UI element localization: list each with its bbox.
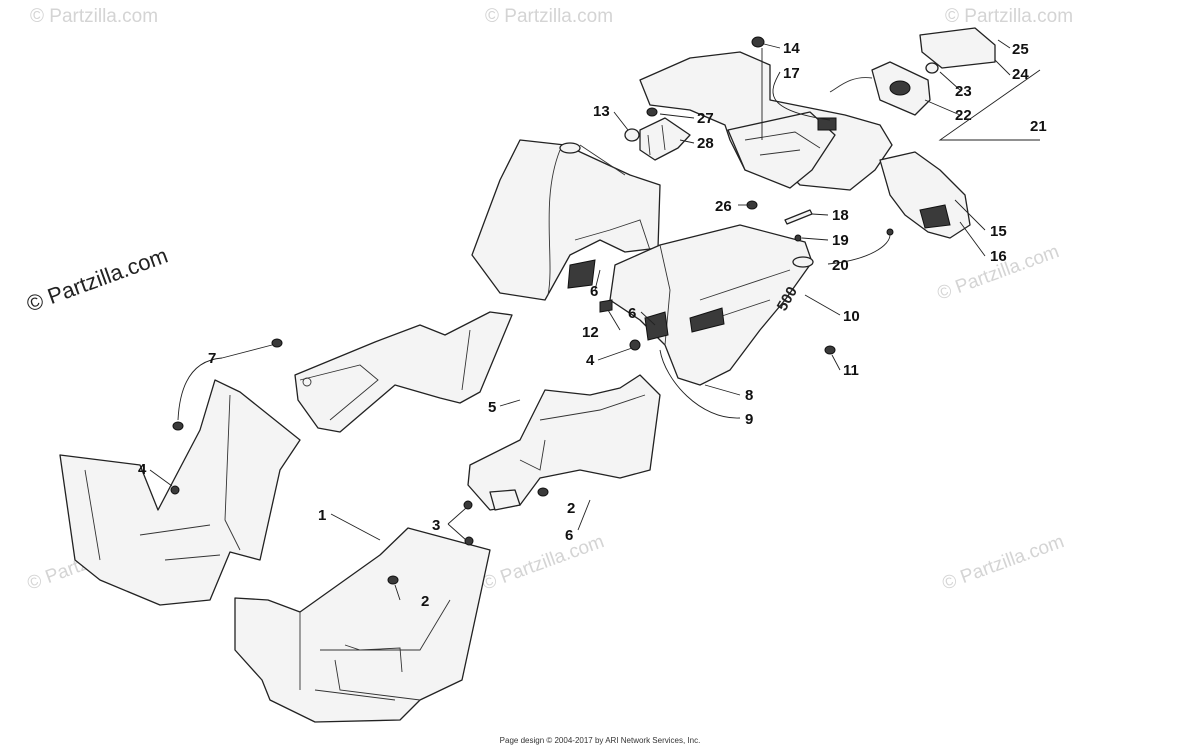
pin-18 xyxy=(784,209,813,225)
rear-flap xyxy=(879,151,971,239)
callout-18: 18 xyxy=(832,207,849,224)
watermark: © Partzilla.com xyxy=(480,531,607,595)
callout-23: 23 xyxy=(955,83,972,100)
screw-4 xyxy=(170,485,180,495)
screw-20 xyxy=(886,228,894,236)
screw-14 xyxy=(751,36,765,48)
rear-rack-cover xyxy=(639,51,893,191)
callout-22: 22 xyxy=(955,107,972,124)
callout-24: 24 xyxy=(1012,66,1029,83)
callout-1: 1 xyxy=(318,507,326,524)
callout-25: 25 xyxy=(1012,41,1029,58)
watermark: © Partzilla.com xyxy=(30,6,158,27)
callout-27: 27 xyxy=(697,110,714,127)
callout-2: 2 xyxy=(421,593,429,610)
nut-3 xyxy=(463,500,473,510)
callout-4: 4 xyxy=(138,461,147,478)
watermark-main: © Partzilla.com xyxy=(23,243,171,317)
hardware-group xyxy=(170,36,894,585)
footwell-left xyxy=(59,379,301,606)
callout-2: 2 xyxy=(567,500,575,517)
screw-2 xyxy=(537,487,549,497)
callout-6: 6 xyxy=(565,527,573,544)
callouts: 1 2 2 3 4 4 5 6 6 6 7 8 9 10 11 12 13 14… xyxy=(138,40,1047,610)
rear-fender: 500 xyxy=(609,224,814,386)
push-rivet-7 xyxy=(172,421,184,431)
front-fender xyxy=(471,139,661,301)
nut-3 xyxy=(464,536,474,546)
callout-14: 14 xyxy=(783,40,800,57)
watermark: © Partzilla.com xyxy=(945,6,1073,27)
callout-6: 6 xyxy=(590,283,598,300)
callout-15: 15 xyxy=(990,223,1007,240)
screw-2 xyxy=(387,575,399,585)
callout-10: 10 xyxy=(843,308,860,325)
tail-light-assembly xyxy=(829,27,996,116)
nut-13 xyxy=(624,128,640,142)
bracket-28 xyxy=(639,117,691,161)
callout-3: 3 xyxy=(432,517,440,534)
callout-19: 19 xyxy=(832,232,849,249)
footwell-right xyxy=(234,527,491,723)
side-panel-lower xyxy=(467,374,661,511)
screw-4 xyxy=(629,339,641,351)
callout-21: 21 xyxy=(1030,118,1047,135)
callout-4: 4 xyxy=(586,352,595,369)
screw-11 xyxy=(824,345,836,355)
callout-5: 5 xyxy=(488,399,496,416)
callout-12: 12 xyxy=(582,324,599,341)
callout-7: 7 xyxy=(208,350,216,367)
callout-20: 20 xyxy=(832,257,849,274)
push-rivet-7 xyxy=(271,338,283,348)
callout-16: 16 xyxy=(990,248,1007,265)
callout-26: 26 xyxy=(715,198,732,215)
callout-6: 6 xyxy=(628,305,636,322)
callout-8: 8 xyxy=(745,387,753,404)
page-footer: Page design © 2004-2017 by ARI Network S… xyxy=(499,736,701,745)
leader-lines xyxy=(149,39,1041,601)
side-panel-upper xyxy=(294,311,513,433)
grommet xyxy=(489,489,521,511)
screw-19 xyxy=(794,234,802,242)
callout-9: 9 xyxy=(745,411,753,428)
watermark: © Partzilla.com xyxy=(485,6,613,27)
watermark: © Partzilla.com xyxy=(940,531,1067,595)
callout-11: 11 xyxy=(843,362,859,379)
bolt-27 xyxy=(646,107,658,117)
callout-28: 28 xyxy=(697,135,714,152)
callout-13: 13 xyxy=(593,103,610,120)
callout-17: 17 xyxy=(783,65,800,82)
clip-12 xyxy=(599,299,613,313)
